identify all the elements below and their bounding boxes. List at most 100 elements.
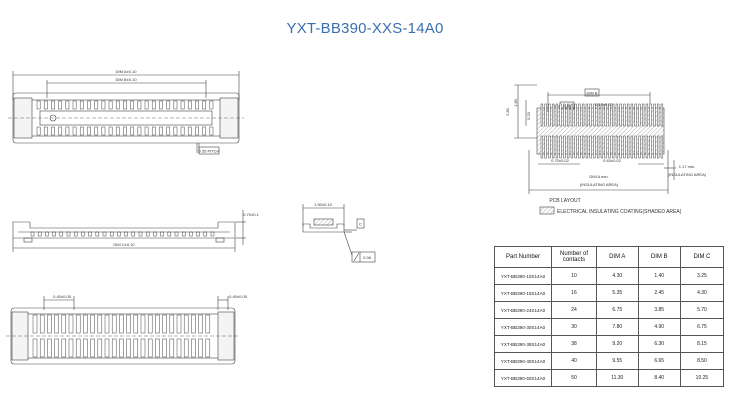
bottom-right-label: 0.40±0.05 — [229, 294, 248, 299]
pcb-pad — [578, 135, 581, 159]
pcb-pad — [615, 103, 619, 127]
pcb-pad — [548, 103, 551, 127]
bottom-contact — [140, 314, 146, 334]
side-contact — [73, 231, 78, 237]
contact-pin — [151, 126, 156, 136]
pcb-pad — [660, 103, 664, 127]
pcb-pad — [612, 103, 615, 127]
contact-pin — [166, 126, 171, 136]
contact-pin — [173, 126, 178, 136]
pcb-pad — [589, 103, 592, 127]
contact-pin — [202, 100, 207, 110]
bottom-contact — [61, 338, 67, 358]
bottom-contact — [111, 314, 117, 334]
pcb-pad — [642, 103, 645, 127]
contact-pin — [173, 100, 178, 110]
col-contacts: Number of contacts — [551, 246, 597, 268]
bottom-contact — [162, 338, 167, 358]
pcb-pad — [645, 135, 649, 159]
bottom-contact — [119, 314, 124, 334]
bottom-contact — [32, 338, 38, 358]
side-contact — [66, 231, 71, 237]
contact-pin — [65, 100, 70, 110]
flatness-label: 0.08 — [363, 255, 372, 260]
pcb-pad — [540, 103, 544, 127]
pcb-insulating-label: (INSULATING AREA) — [580, 182, 619, 187]
cell-contacts: 10 — [551, 267, 597, 285]
contact-pin — [87, 100, 91, 110]
bottom-contact — [75, 338, 81, 358]
contact-pin — [65, 126, 70, 136]
pcb-pad — [608, 103, 611, 127]
cell-dim-a: 4.30 — [596, 267, 639, 285]
cell-dim-a: 9.20 — [596, 335, 639, 353]
pcb-right-min-label: 1.17 min. — [679, 164, 695, 169]
pcb-pad — [574, 103, 577, 127]
drawing-title: YXT-BB390-XXS-14A0 — [286, 20, 444, 37]
side-contact — [210, 231, 215, 237]
contact-pin — [79, 126, 84, 136]
contact-pin — [144, 100, 149, 110]
table-header-row: Part Number Number of contacts DIM A DIM… — [494, 246, 725, 268]
contact-pin — [130, 126, 135, 136]
bottom-contact — [183, 314, 189, 334]
cell-dim-b: 1.40 — [637, 267, 681, 285]
pcb-pad — [582, 135, 585, 159]
side-contact — [138, 231, 143, 237]
contact-pin — [195, 126, 199, 136]
bottom-contact — [155, 338, 160, 358]
pcb-pad — [559, 103, 562, 127]
pcb-pad — [645, 103, 649, 127]
pcb-gap-label: 0.63±0.02 — [603, 158, 622, 163]
bottom-contact — [90, 338, 95, 358]
pcb-pad — [623, 103, 626, 127]
section-view — [302, 204, 376, 263]
pitch-label: 0.35 PITCH — [199, 149, 220, 154]
pcb-pad — [630, 103, 634, 127]
pcb-pad — [567, 135, 570, 159]
bottom-contact — [169, 314, 175, 334]
cell-part-number: YXT-BB390-30S14A0 — [494, 318, 552, 336]
contact-pin — [195, 100, 199, 110]
pcb-pad — [604, 135, 607, 159]
bottom-contact — [176, 338, 182, 358]
pcb-pads-top — [540, 103, 664, 127]
bottom-contact — [104, 314, 110, 334]
contact-pin — [108, 126, 113, 136]
side-contact — [30, 231, 35, 237]
pcb-pads-bottom — [540, 135, 664, 159]
pcb-pad — [627, 103, 630, 127]
side-contact — [181, 231, 186, 237]
bottom-contact — [162, 314, 167, 334]
contact-pin — [144, 126, 149, 136]
pcb-pad — [544, 103, 547, 127]
col-dim-a: DIM A — [596, 246, 639, 268]
side-contact — [117, 231, 121, 237]
spec-table: Part Number Number of contacts DIM A DIM… — [494, 246, 725, 387]
cell-dim-c: 5.70 — [679, 301, 725, 319]
top-contacts-upper — [36, 100, 214, 110]
bottom-contact — [111, 338, 117, 358]
pcb-pad — [657, 103, 660, 127]
contact-pin — [209, 100, 214, 110]
bottom-contact — [198, 338, 203, 358]
contact-pin — [72, 126, 77, 136]
side-contact — [59, 231, 64, 237]
pcb-pad — [627, 135, 630, 159]
bottom-contact — [68, 338, 74, 358]
bottom-contact — [54, 314, 59, 334]
bottom-view — [6, 296, 240, 365]
pcb-pad — [653, 135, 656, 159]
pcb-pad — [630, 135, 634, 159]
pcb-caption: PCB LAYOUT — [549, 198, 580, 204]
cell-dim-c: 4.30 — [679, 284, 725, 302]
col-part-number: Part Number — [494, 246, 552, 268]
contact-pin — [72, 100, 77, 110]
pcb-pad — [552, 135, 555, 159]
pcb-pad — [597, 103, 600, 127]
pcb-pad — [563, 135, 566, 159]
bottom-contact — [176, 314, 182, 334]
bottom-contact — [47, 338, 52, 358]
